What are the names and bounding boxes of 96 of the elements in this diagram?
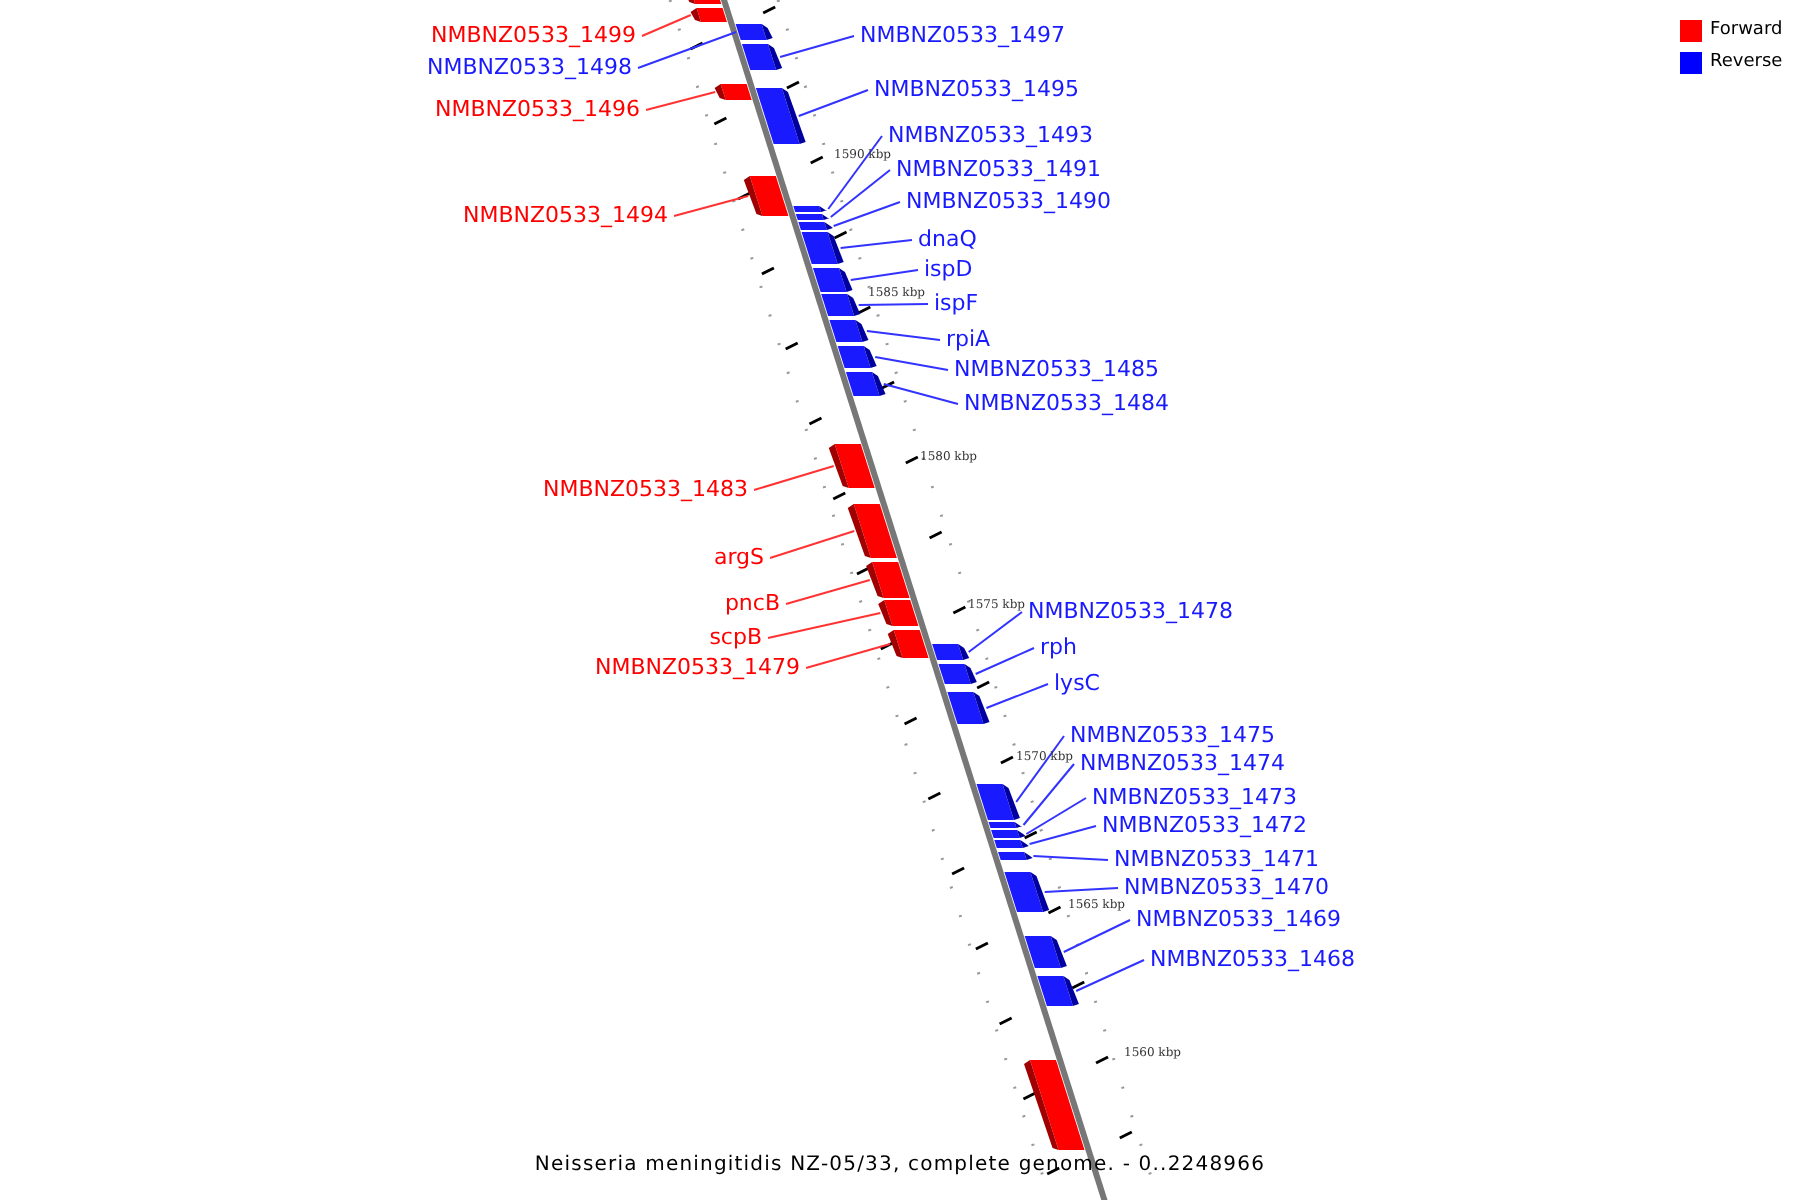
- gene-block: [690, 8, 727, 22]
- gene-block: [998, 852, 1033, 860]
- leader-line: [1032, 855, 1109, 861]
- gene-label: NMBNZ0533_1490: [906, 188, 1112, 214]
- leader-line: [849, 269, 919, 281]
- gene-label: NMBNZ0533_1473: [1092, 784, 1298, 810]
- gene-block: [1024, 1060, 1085, 1150]
- leader-line: [882, 383, 959, 405]
- gene-label: NMBNZ0533_1485: [954, 356, 1160, 382]
- gene-block: [714, 84, 752, 100]
- gene-block: [991, 830, 1026, 838]
- gene-label: NMBNZ0533_1491: [896, 156, 1102, 182]
- gene-block: [1004, 872, 1050, 912]
- leader-line: [785, 579, 871, 605]
- leader-line: [753, 465, 835, 491]
- gene-block: [829, 320, 869, 342]
- gene-block: [793, 206, 828, 212]
- gene-label: NMBNZ0533_1494: [462, 202, 668, 228]
- leader-line: [637, 31, 738, 69]
- gene-label: NMBNZ0533_1483: [542, 476, 748, 502]
- leader-line: [1028, 825, 1097, 845]
- gene-label: ispD: [924, 256, 973, 282]
- gene-block: [932, 644, 970, 660]
- gene-block: [755, 88, 806, 144]
- gene-block: [1037, 976, 1079, 1006]
- gene-block: [1024, 936, 1067, 968]
- gene-label: rpiA: [946, 326, 991, 352]
- gene-block: [887, 630, 929, 658]
- gene-label: NMBNZ0533_1474: [1080, 750, 1286, 776]
- gene-label: NMBNZ0533_1470: [1124, 874, 1330, 900]
- gene-block: [821, 294, 861, 316]
- gene-label: NMBNZ0533_1496: [434, 96, 640, 122]
- leader-line: [827, 135, 883, 210]
- gene-label: NMBNZ0533_1469: [1136, 906, 1342, 932]
- leader-line: [641, 14, 692, 37]
- gene-block: [795, 214, 830, 220]
- gene-label: pncB: [724, 590, 780, 616]
- gene-block: [988, 822, 1023, 828]
- gene-block: [866, 562, 910, 598]
- legend-label: Reverse: [1710, 52, 1783, 74]
- gene-label: NMBNZ0533_1472: [1102, 812, 1308, 838]
- gene-label: lysC: [1054, 670, 1100, 696]
- gene-label: scpB: [709, 624, 762, 650]
- leader-line: [829, 169, 891, 218]
- leader-line: [673, 195, 750, 217]
- gene-label: NMBNZ0533_1468: [1150, 946, 1356, 972]
- gene-label: ispF: [934, 290, 979, 316]
- leader-line: [967, 611, 1023, 653]
- caption: Neisseria meningitidis NZ-05/33, complete genome. - 0..2248966: [534, 1154, 1266, 1176]
- leader-line: [1043, 887, 1119, 893]
- leader-line: [769, 530, 856, 559]
- leader-line: [874, 356, 949, 371]
- leader-line: [767, 612, 882, 639]
- gene-label: NMBNZ0533_1471: [1114, 846, 1320, 872]
- gene-block: [828, 444, 875, 488]
- leader-line: [857, 303, 929, 306]
- gene-label: NMBNZ0533_1498: [426, 54, 632, 80]
- leader-line: [797, 89, 869, 117]
- gene-label: NMBNZ0533_1499: [430, 22, 636, 48]
- gene-block: [735, 24, 773, 40]
- leader-line: [779, 35, 855, 58]
- gene-block: [741, 44, 783, 70]
- leader-line: [974, 647, 1035, 675]
- gene-block: [938, 664, 977, 684]
- leader-line: [985, 683, 1049, 709]
- gene-label: dnaQ: [918, 226, 977, 252]
- gene-label: NMBNZ0533_1478: [1028, 598, 1234, 624]
- leader-line: [839, 239, 913, 249]
- gene-label: NMBNZ0533_1495: [874, 76, 1080, 102]
- leader-line: [645, 91, 717, 111]
- gene-block: [994, 840, 1029, 848]
- gene-label: NMBNZ0533_1493: [888, 122, 1094, 148]
- leader-line: [1022, 763, 1075, 826]
- gene-block: [878, 600, 919, 626]
- leader-line: [1062, 919, 1131, 953]
- leader-line: [805, 643, 892, 669]
- gene-label: NMBNZ0533_1497: [860, 22, 1066, 48]
- gene-block: [743, 176, 789, 216]
- gene-block: [976, 784, 1020, 820]
- leader-line: [865, 330, 941, 341]
- gene-label: rph: [1040, 634, 1077, 660]
- gene-label: NMBNZ0533_1475: [1070, 722, 1276, 748]
- gene-block: [798, 222, 833, 230]
- gene-label: NMBNZ0533_1479: [594, 654, 800, 680]
- leader-line: [1015, 735, 1065, 803]
- gene-block: [845, 372, 886, 396]
- gene-block: [837, 346, 877, 368]
- gene-block: [847, 504, 897, 558]
- leader-line: [1075, 959, 1145, 992]
- gene-label: NMBNZ0533_1484: [964, 390, 1170, 416]
- leader-line: [832, 201, 901, 227]
- gene-block: [947, 692, 990, 724]
- gene-label: argS: [713, 544, 764, 570]
- legend-label: Forward: [1710, 20, 1783, 42]
- leader-line: [1025, 797, 1087, 835]
- gene-block: [812, 268, 853, 292]
